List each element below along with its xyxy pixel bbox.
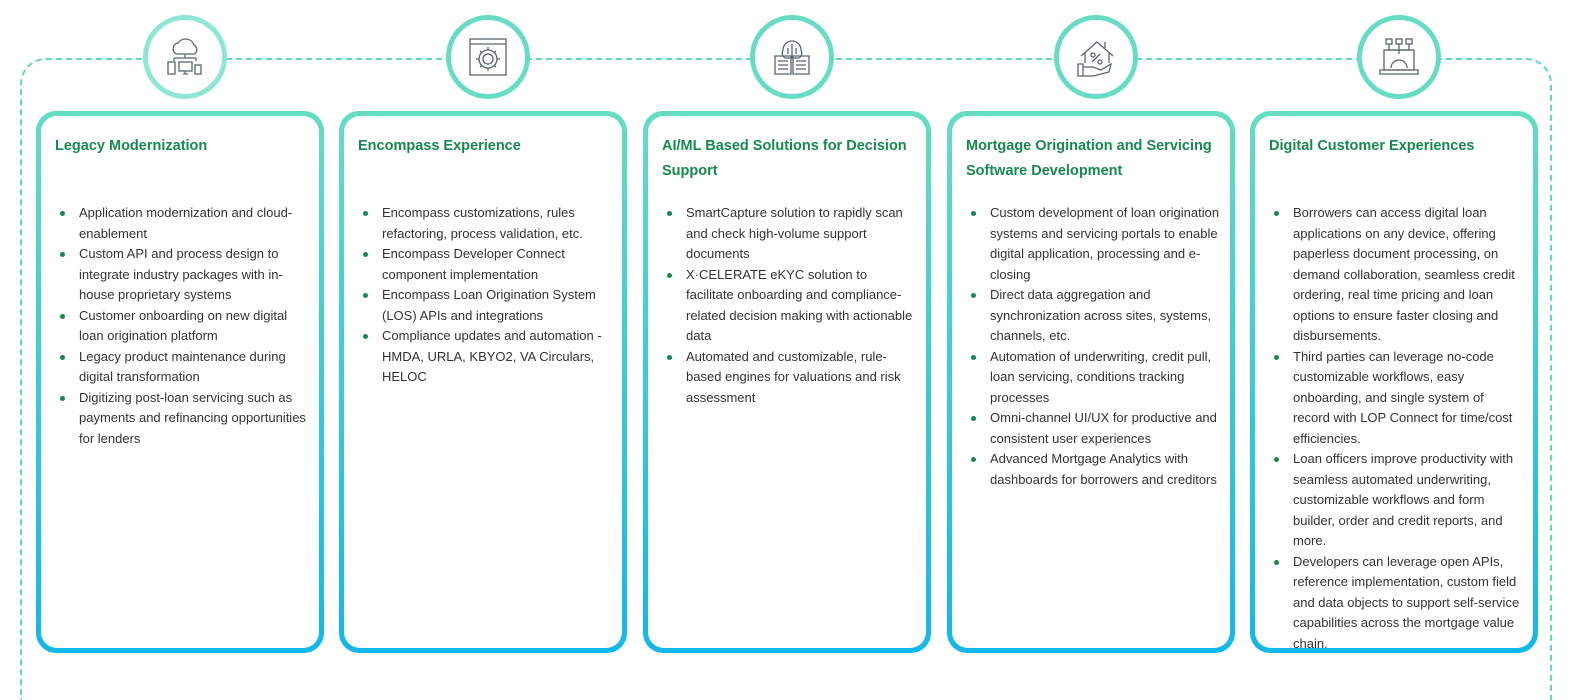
card-title: Digital Customer Experiences	[1269, 138, 1475, 154]
bullet-list: Application modernization and cloud-enab…	[55, 203, 309, 449]
list-item: Custom development of loan origination s…	[966, 203, 1220, 285]
list-item: Automated and customizable, rule-based e…	[662, 347, 916, 409]
list-item: Compliance updates and automation - HMDA…	[358, 326, 612, 388]
bullet-list: Custom development of loan origination s…	[966, 203, 1220, 490]
bullet-list: Borrowers can access digital loan applic…	[1269, 203, 1523, 654]
house-percent-hand-icon	[1054, 15, 1138, 99]
card-title: Legacy Modernization	[55, 138, 208, 154]
card-title: Encompass Experience	[358, 138, 521, 154]
service-card: Mortgage Origination and Servicing Softw…	[947, 111, 1235, 653]
laptop-network-icon	[1357, 15, 1441, 99]
list-item: SmartCapture solution to rapidly scan an…	[662, 203, 916, 265]
list-item: Loan officers improve productivity with …	[1269, 449, 1523, 552]
list-item: Encompass Loan Origination System (LOS) …	[358, 285, 612, 326]
card-body: AI/ML Based Solutions for Decision Suppo…	[648, 116, 926, 648]
list-item: Direct data aggregation and synchronizat…	[966, 285, 1220, 347]
list-item: Digitizing post-loan servicing such as p…	[55, 388, 309, 450]
list-item: Encompass Developer Connect component im…	[358, 244, 612, 285]
list-item: Borrowers can access digital loan applic…	[1269, 203, 1523, 347]
list-item: Customer onboarding on new digital loan …	[55, 306, 309, 347]
list-item: Automation of underwriting, credit pull,…	[966, 347, 1220, 409]
list-item: Custom API and process design to integra…	[55, 244, 309, 306]
cloud-devices-icon	[143, 15, 227, 99]
card-title: Mortgage Origination and Servicing Softw…	[966, 138, 1212, 179]
ai-brain-book-icon	[750, 15, 834, 99]
list-item: Advanced Mortgage Analytics with dashboa…	[966, 449, 1220, 490]
bullet-list: Encompass customizations, rules refactor…	[358, 203, 612, 388]
list-item: X·CELERATE eKYC solution to facilitate o…	[662, 265, 916, 347]
list-item: Legacy product maintenance during digita…	[55, 347, 309, 388]
list-item: Encompass customizations, rules refactor…	[358, 203, 612, 244]
list-item: Developers can leverage open APIs, refer…	[1269, 552, 1523, 655]
bullet-list: SmartCapture solution to rapidly scan an…	[662, 203, 916, 408]
list-item: Omni-channel UI/UX for productive and co…	[966, 408, 1220, 449]
list-item: Third parties can leverage no-code custo…	[1269, 347, 1523, 450]
code-gear-window-icon	[446, 15, 530, 99]
card-title: AI/ML Based Solutions for Decision Suppo…	[662, 138, 907, 179]
list-item: Application modernization and cloud-enab…	[55, 203, 309, 244]
card-body: Mortgage Origination and Servicing Softw…	[952, 116, 1230, 648]
service-card: AI/ML Based Solutions for Decision Suppo…	[643, 111, 931, 653]
